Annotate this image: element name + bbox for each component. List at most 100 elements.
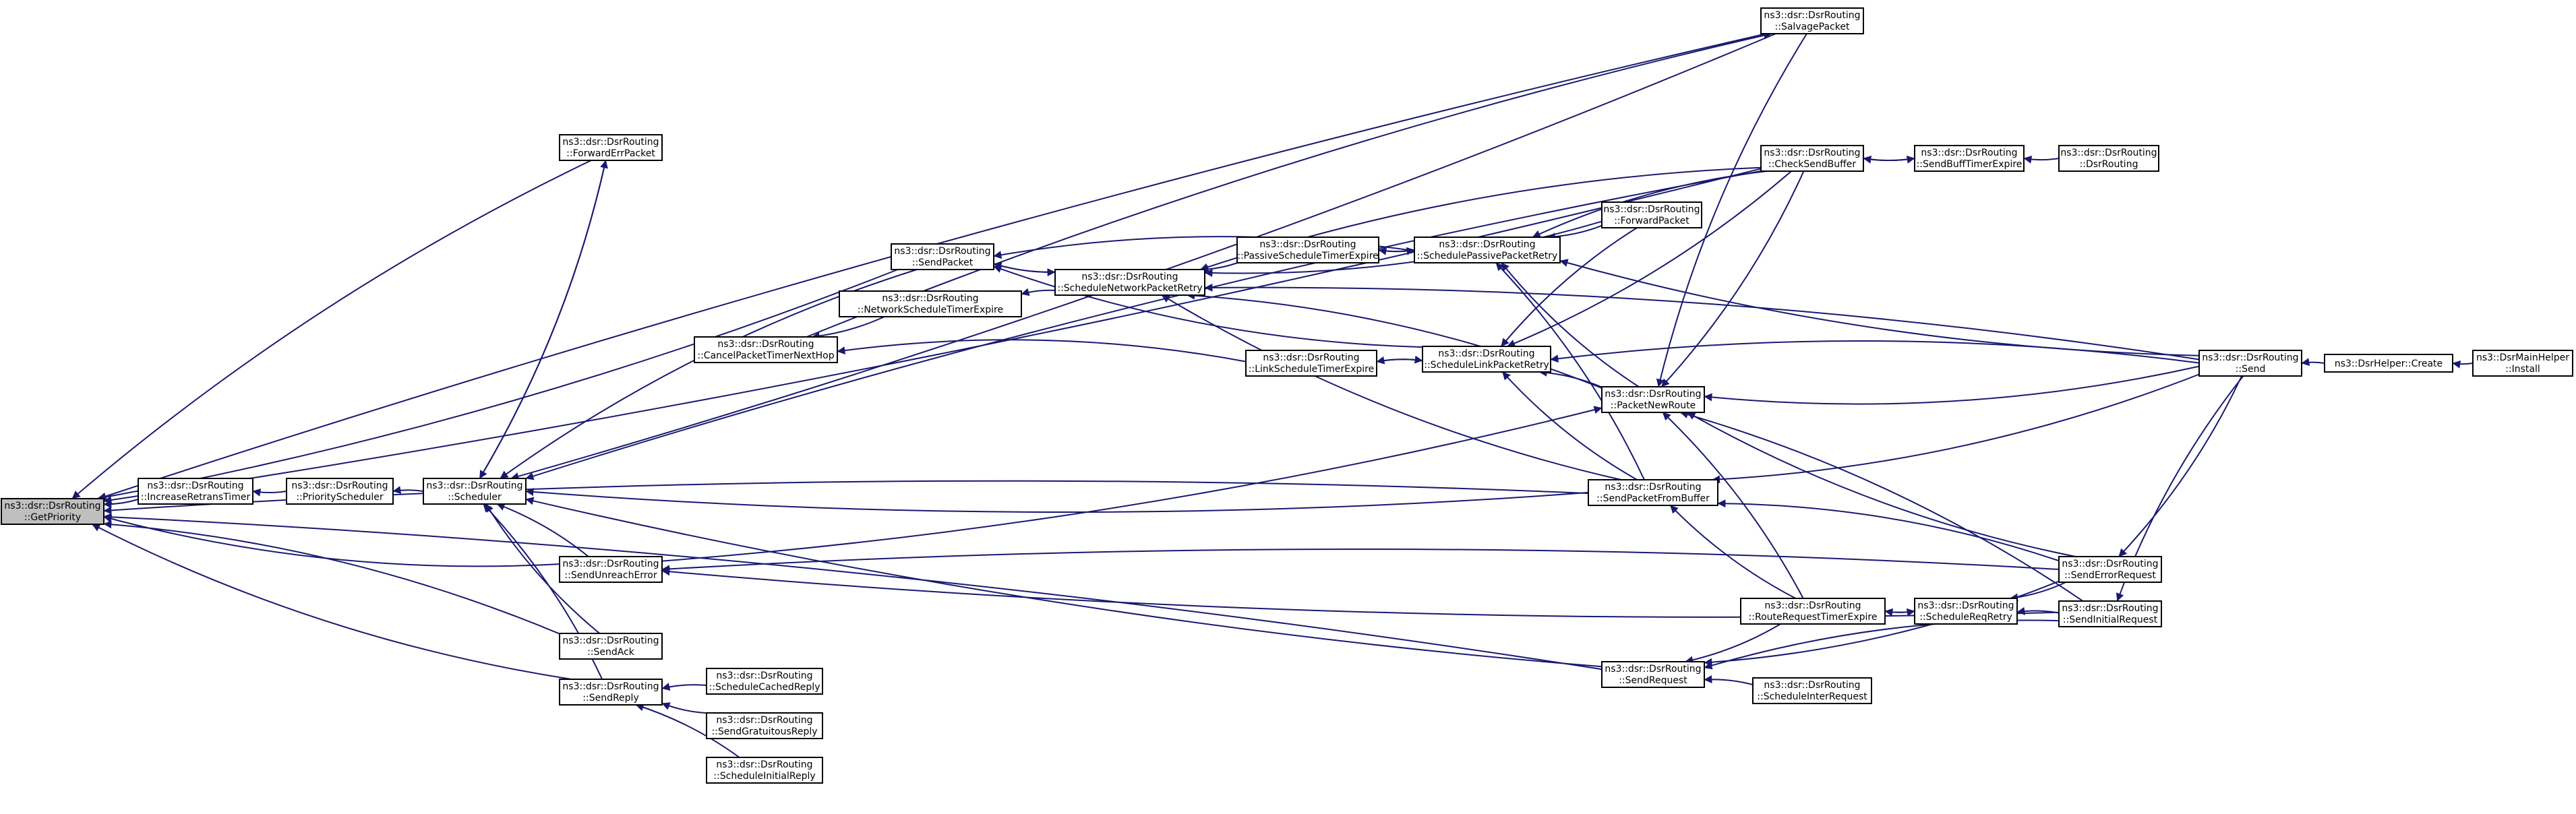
node-layer: ns3::dsr::DsrRouting::GetPriorityns3::ds…	[1, 7, 2573, 784]
node-schedule-inter-request[interactable]: ns3::dsr::DsrRouting::ScheduleInterReque…	[1752, 677, 1872, 704]
edge-check-send-buffer-to-schedule-passive-packet-retry	[1532, 170, 1767, 238]
node-send-packet-from-buffer[interactable]: ns3::dsr::DsrRouting::SendPacketFromBuff…	[1588, 479, 1718, 506]
edge-schedule-initial-reply-to-send-reply	[635, 703, 740, 758]
node-packet-new-route[interactable]: ns3::dsr::DsrRouting::PacketNewRoute	[1601, 386, 1705, 413]
node-cancel-packet-timer-next-hop[interactable]: ns3::dsr::DsrRouting::CancelPacketTimerN…	[694, 336, 838, 363]
node-increase-retrans-timer[interactable]: ns3::dsr::DsrRouting::IncreaseRetransTim…	[138, 478, 253, 505]
node-box	[1588, 479, 1718, 506]
node-label-line1: ns3::dsr::DsrRouting	[562, 681, 659, 692]
node-box	[1760, 145, 1864, 172]
node-schedule-cached-reply[interactable]: ns3::dsr::DsrRouting::ScheduleCachedRepl…	[706, 668, 823, 695]
node-forward-err-packet[interactable]: ns3::dsr::DsrRouting::ForwardErrPacket	[559, 134, 663, 161]
node-box	[138, 478, 253, 505]
edge-priority-scheduler-to-increase-retrans-timer	[252, 488, 287, 497]
node-label-line1: ns3::dsr::DsrRouting	[894, 246, 990, 257]
edge-schedule-inter-request-to-send-request	[1704, 675, 1754, 686]
edge-route-request-timer-expire-to-send-packet-from-buffer	[1669, 505, 1796, 599]
node-send-error-request[interactable]: ns3::dsr::DsrRouting::SendErrorRequest	[2058, 556, 2162, 583]
node-label-line1: ns3::dsr::DsrRouting	[1605, 389, 1701, 400]
node-send-request[interactable]: ns3::dsr::DsrRouting::SendRequest	[1601, 661, 1705, 688]
node-label-line1: ns3::dsr::DsrRouting	[1764, 600, 1861, 611]
node-label-line2: ::SendAck	[587, 647, 635, 658]
node-schedule-req-retry[interactable]: ns3::dsr::DsrRouting::ScheduleReqRetry	[1914, 598, 2018, 625]
node-forward-packet[interactable]: ns3::dsr::DsrRouting::ForwardPacket	[1601, 201, 1702, 228]
node-label-line2: ::Scheduler	[448, 492, 502, 503]
node-label-line2: ::RouteRequestTimerExpire	[1749, 612, 1878, 623]
node-box	[706, 668, 823, 695]
node-label-line2: ::ScheduleCachedReply	[709, 682, 820, 693]
node-label-line1: ns3::dsr::DsrRouting	[426, 480, 522, 491]
node-label-line2: ::SchedulePassivePacketRetry	[1417, 251, 1558, 261]
node-passive-schedule-timer-expire[interactable]: ns3::dsr::DsrRouting::PassiveScheduleTim…	[1236, 237, 1379, 263]
node-box	[1914, 145, 2025, 172]
node-label-line1: ns3::dsr::DsrRouting	[562, 635, 659, 646]
node-schedule-initial-reply[interactable]: ns3::dsr::DsrRouting::ScheduleInitialRep…	[706, 757, 823, 784]
node-label-line1: ns3::dsr::DsrRouting	[1764, 10, 1860, 21]
node-label-line2: ::ForwardPacket	[1614, 216, 1689, 226]
node-label-line1: ns3::dsr::DsrRouting	[1259, 239, 1356, 250]
node-schedule-link-packet-retry[interactable]: ns3::dsr::DsrRouting::ScheduleLinkPacket…	[1422, 346, 1551, 373]
edge-send-packet-from-buffer-to-schedule-passive-packet-retry	[1495, 262, 1645, 480]
node-label-line1: ns3::dsr::DsrRouting	[1439, 239, 1535, 250]
edge-send-to-packet-new-route	[1704, 365, 2200, 405]
edge-send-error-request-to-packet-new-route	[1687, 412, 2076, 557]
node-check-send-buffer[interactable]: ns3::dsr::DsrRouting::CheckSendBuffer	[1760, 145, 1864, 172]
node-priority-scheduler[interactable]: ns3::dsr::DsrRouting::PriorityScheduler	[286, 478, 394, 505]
node-schedule-passive-packet-retry[interactable]: ns3::dsr::DsrRouting::SchedulePassivePac…	[1414, 237, 1561, 263]
node-dsr-routing[interactable]: ns3::dsr::DsrRouting::DsrRouting	[2058, 145, 2159, 172]
node-label-line1: ns3::dsr::DsrRouting	[1263, 352, 1359, 363]
node-send-unreach-error[interactable]: ns3::dsr::DsrRouting::SendUnreachError	[559, 556, 663, 583]
node-box	[1740, 598, 1886, 625]
edge-salvage-packet-to-packet-new-route	[1656, 33, 1807, 387]
node-send-initial-request[interactable]: ns3::dsr::DsrRouting::SendInitialRequest	[2058, 600, 2162, 627]
node-label-line2: ::PacketNewRoute	[1611, 400, 1696, 411]
node-get-priority[interactable]: ns3::dsr::DsrRouting::GetPriority	[1, 498, 104, 525]
node-send-reply[interactable]: ns3::dsr::DsrRouting::SendReply	[559, 679, 663, 706]
node-label-line1: ns3::dsr::DsrRouting	[716, 759, 812, 770]
edge-send-to-send-packet-from-buffer	[1712, 373, 2200, 484]
edge-schedule-network-packet-retry-to-network-schedule-timer-expire	[1021, 288, 1056, 296]
node-send[interactable]: ns3::dsr::DsrRouting::Send	[2198, 350, 2302, 377]
node-box	[1752, 677, 1872, 704]
node-box	[1, 498, 104, 525]
node-label-line2: ::SendReply	[582, 693, 638, 703]
node-link-schedule-timer-expire[interactable]: ns3::dsr::DsrRouting::LinkScheduleTimerE…	[1245, 350, 1377, 377]
edge-dsr-routing-to-send-buff-timer-expire	[2023, 155, 2060, 164]
node-label-line2: ::ScheduleLinkPacketRetry	[1424, 360, 1549, 371]
node-schedule-network-packet-retry[interactable]: ns3::dsr::DsrRouting::ScheduleNetworkPac…	[1054, 269, 1205, 296]
node-route-request-timer-expire[interactable]: ns3::dsr::DsrRouting::RouteRequestTimerE…	[1740, 598, 1886, 625]
edge-check-send-buffer-to-scheduler	[525, 170, 1762, 480]
node-send-ack[interactable]: ns3::dsr::DsrRouting::SendAck	[559, 633, 663, 660]
node-salvage-packet[interactable]: ns3::dsr::DsrRouting::SalvagePacket	[1760, 7, 1864, 34]
node-box	[891, 243, 994, 270]
node-box	[423, 478, 527, 505]
node-label-line2: ::ScheduleInitialReply	[713, 771, 815, 782]
node-network-schedule-timer-expire[interactable]: ns3::dsr::DsrRouting::NetworkScheduleTim…	[839, 290, 1022, 317]
node-label-line2: ::IncreaseRetransTimer	[141, 492, 251, 503]
node-label-line2: ::NetworkScheduleTimerExpire	[858, 305, 1003, 315]
node-send-packet[interactable]: ns3::dsr::DsrRouting::SendPacket	[891, 243, 994, 270]
edge-send-reply-to-get-priority	[92, 524, 572, 680]
node-label-line2: ::PriorityScheduler	[296, 492, 384, 503]
node-send-buff-timer-expire[interactable]: ns3::dsr::DsrRouting::SendBuffTimerExpir…	[1914, 145, 2025, 172]
node-send-gratuitous-reply[interactable]: ns3::dsr::DsrRouting::SendGratuitousRepl…	[706, 712, 823, 739]
node-box	[694, 336, 838, 363]
edge-send-packet-from-buffer-to-scheduler	[525, 487, 1589, 513]
node-box	[2058, 145, 2159, 172]
node-box	[1914, 598, 2018, 625]
node-scheduler[interactable]: ns3::dsr::DsrRouting::Scheduler	[423, 478, 527, 505]
node-box	[1601, 661, 1705, 688]
node-box	[1601, 201, 1702, 228]
node-dsr-helper-create[interactable]: ns3::DsrHelper::Create	[2324, 354, 2453, 373]
edge-send-packet-from-buffer-to-schedule-link-packet-retry	[1501, 371, 1638, 480]
edge-send-unreach-error-to-packet-new-route	[661, 406, 1602, 562]
node-box	[2472, 350, 2573, 377]
node-dsr-main-helper-install[interactable]: ns3::DsrMainHelper::Install	[2472, 350, 2573, 377]
edge-route-request-timer-expire-to-schedule-req-retry	[1884, 608, 1915, 617]
edge-network-schedule-timer-expire-to-cancel-packet-timer-next-hop	[811, 316, 885, 340]
node-box	[1245, 350, 1377, 377]
edge-send-unreach-error-to-scheduler	[496, 503, 589, 557]
node-label-line1: ns3::dsr::DsrRouting	[1917, 600, 2014, 611]
node-label-line1: ns3::dsr::DsrRouting	[1605, 482, 1701, 493]
node-label-line1: ns3::dsr::DsrRouting	[147, 480, 243, 491]
